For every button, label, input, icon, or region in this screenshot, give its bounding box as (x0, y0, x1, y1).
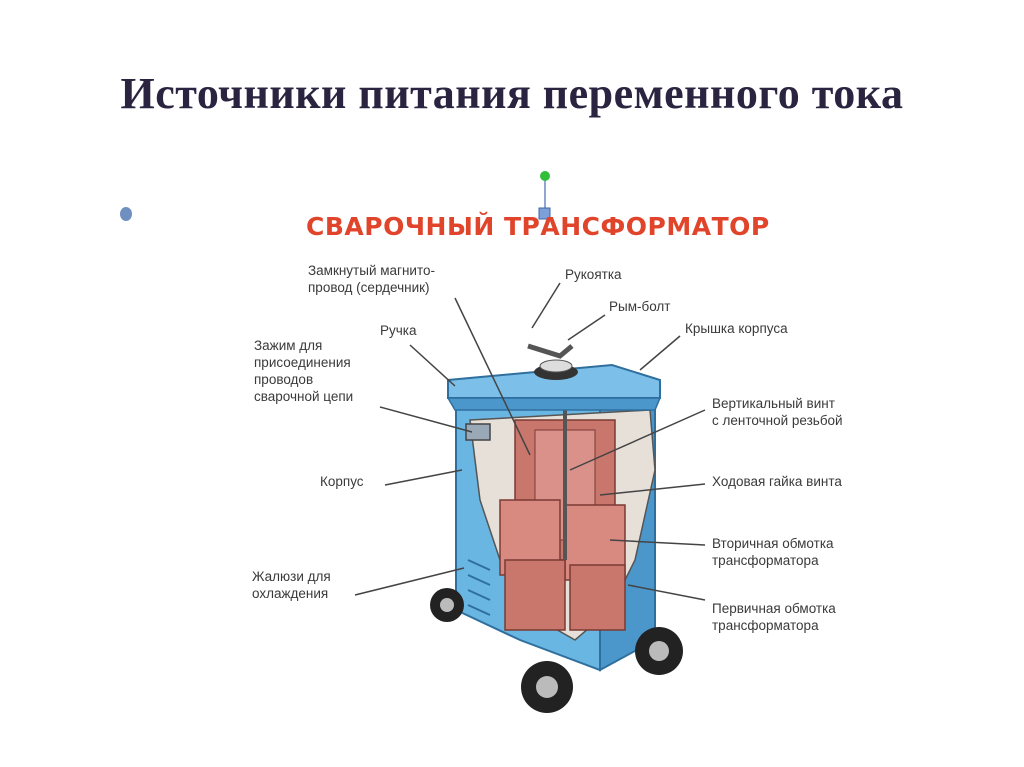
label-lid: Крышка корпуса (685, 321, 788, 336)
label-core: Замкнутый магнито- провод (сердечник) (308, 263, 435, 295)
label-body: Корпус (320, 474, 364, 489)
diagram-heading: СВАРОЧНЫЙ ТРАНСФОРМАТОР (306, 212, 770, 241)
label-eyebolt: Рым-болт (609, 299, 671, 314)
label-nut: Ходовая гайка винта (712, 474, 842, 489)
bullet-icon (120, 207, 132, 221)
label-screw: Вертикальный винт с ленточной резьбой (712, 396, 843, 428)
label-handle: Ручка (380, 323, 417, 338)
slide-title: Источники питания переменного тока (120, 69, 904, 118)
label-crank: Рукоятка (565, 267, 622, 282)
label-louvers: Жалюзи для охлаждения (252, 569, 331, 601)
rotate-handle-icon[interactable] (538, 171, 551, 220)
label-secondary: Вторичная обмотка трансформатора (712, 536, 834, 568)
label-primary: Первичная обмотка трансформатора (712, 601, 836, 633)
label-clamp: Зажим для присоединения проводов сварочн… (254, 338, 354, 404)
leader-lines (354, 282, 706, 601)
transformer-body (430, 343, 683, 713)
